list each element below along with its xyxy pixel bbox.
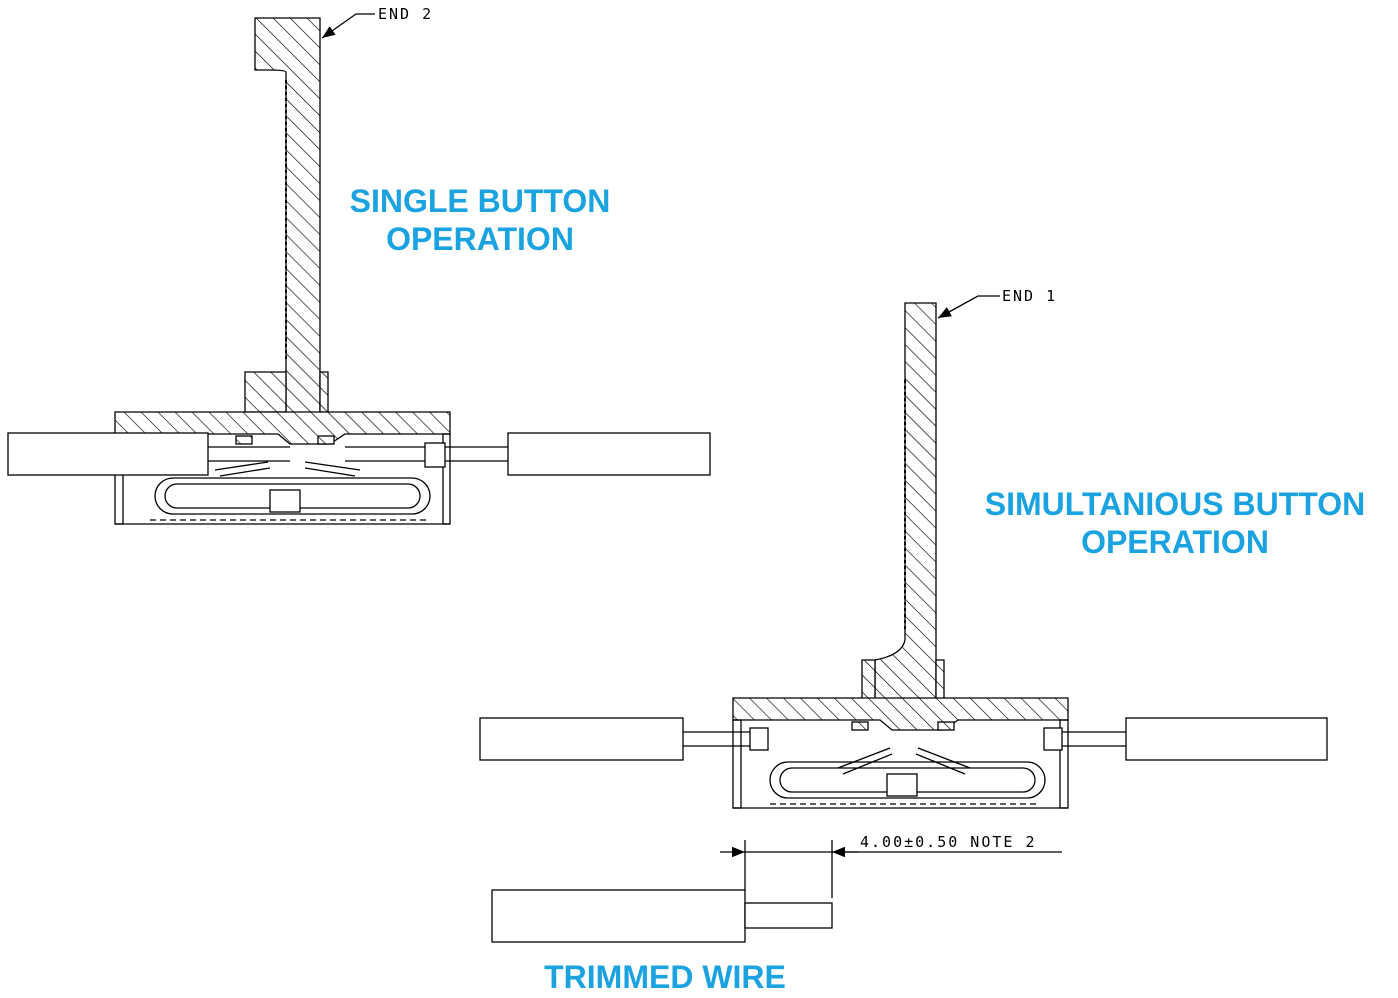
plunger-tool (254, 17, 321, 421)
single-button-caption: SINGLE BUTTON OPERATION (330, 182, 630, 258)
simultaneous-button-assembly (479, 302, 1328, 809)
caption-line: TRIMMED WIRE (544, 959, 786, 995)
right-wire-sleeve (507, 432, 711, 476)
end2-leader (321, 13, 375, 39)
trimmed-wire-sleeve (491, 889, 746, 943)
trimmed-wire-detail (491, 840, 1062, 943)
caption-line: OPERATION (1081, 524, 1269, 560)
end1-leader (937, 295, 1000, 319)
end2-label: END 2 (378, 5, 433, 23)
single-button-assembly (7, 17, 711, 525)
left-wire-sleeve-2 (479, 717, 684, 761)
left-wire-sleeve (7, 432, 209, 476)
simultaneous-button-caption: SIMULTANIOUS BUTTON OPERATION (955, 485, 1395, 561)
end1-label: END 1 (1002, 287, 1057, 305)
caption-line: OPERATION (386, 221, 574, 257)
caption-line: SINGLE BUTTON (349, 183, 611, 219)
dimension-label: 4.00±0.50 NOTE 2 (860, 833, 1037, 851)
housing-top-2 (732, 697, 1069, 731)
trimmed-wire-core (744, 902, 833, 929)
caption-line: SIMULTANIOUS BUTTON (984, 486, 1366, 522)
trimmed-wire-caption: TRIMMED WIRE (510, 958, 820, 996)
right-wire-sleeve-2 (1125, 717, 1328, 761)
